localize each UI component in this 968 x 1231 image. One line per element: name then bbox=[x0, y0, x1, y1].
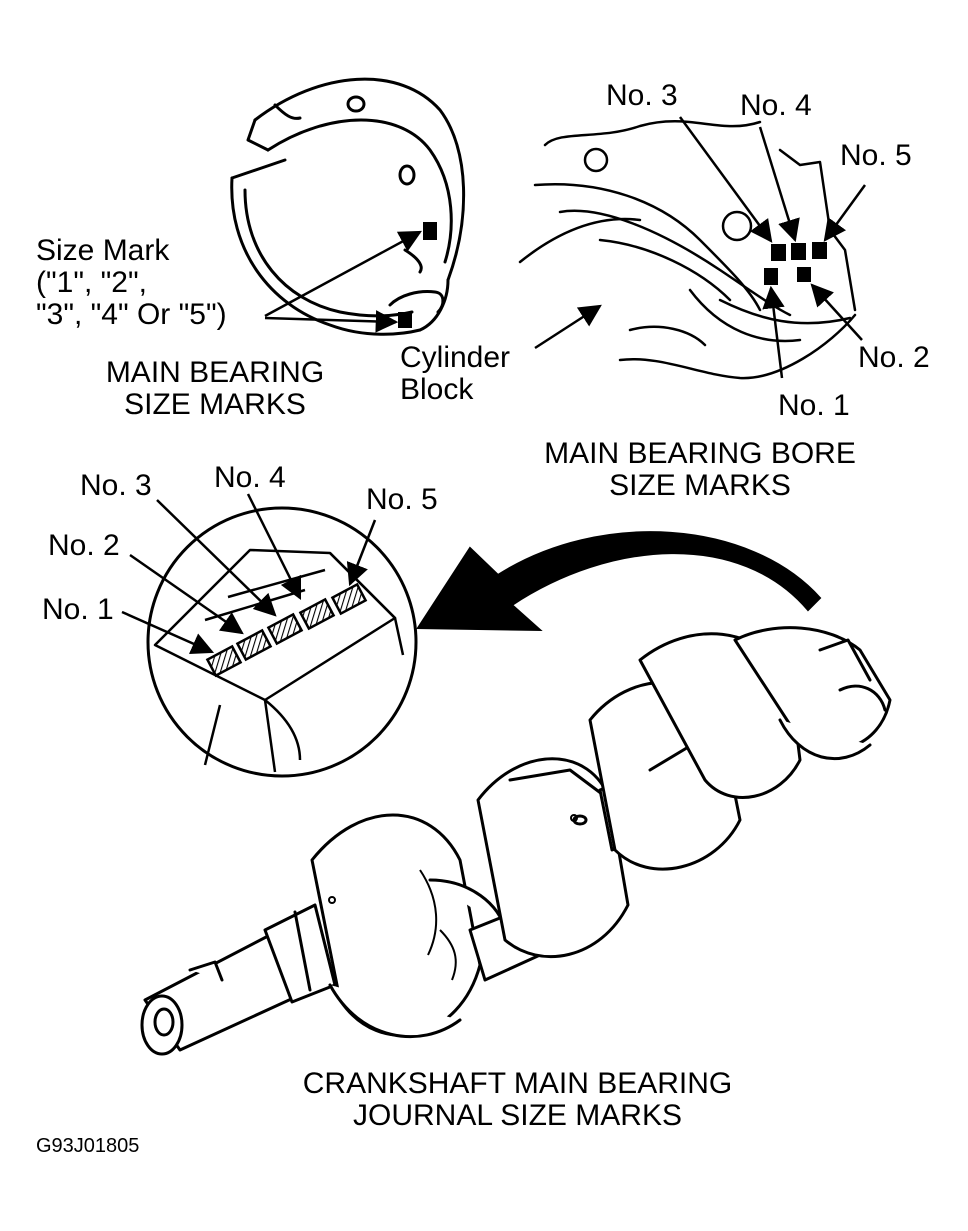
journal-mark-2 bbox=[235, 628, 273, 662]
journal-mark-4 bbox=[298, 597, 336, 631]
bearing-marks-caption-line-1: MAIN BEARING bbox=[105, 356, 325, 389]
bore-mark-2 bbox=[797, 267, 811, 282]
cylinder-block-drawing bbox=[518, 120, 857, 380]
shell-size-mark-bottom bbox=[398, 312, 412, 328]
journal-label-no1: No. 1 bbox=[42, 593, 114, 626]
cylinder-block-label-line-2: Block bbox=[400, 373, 474, 406]
bore-mark-5 bbox=[812, 242, 827, 259]
journal-label-no4: No. 4 bbox=[214, 461, 286, 494]
journal-mark-5 bbox=[330, 582, 368, 616]
size-mark-values-line-1: ("1", "2", bbox=[36, 266, 147, 299]
figure-code: G93J01805 bbox=[36, 1135, 140, 1157]
bore-label-no1: No. 1 bbox=[778, 389, 850, 422]
bore-mark-1 bbox=[764, 268, 778, 285]
size-mark-title: Size Mark bbox=[36, 234, 170, 267]
journal-label-no3: No. 3 bbox=[80, 469, 152, 502]
bore-caption-line-2: SIZE MARKS bbox=[609, 469, 791, 502]
size-mark-leaders bbox=[264, 230, 422, 333]
bore-mark-3 bbox=[771, 244, 786, 261]
journal-label-no5: No. 5 bbox=[366, 483, 438, 516]
curved-arrow bbox=[416, 531, 822, 632]
bore-caption-line-1: MAIN BEARING BORE bbox=[544, 437, 856, 470]
journal-mark-3 bbox=[266, 612, 304, 646]
journal-label-no2: No. 2 bbox=[48, 529, 120, 562]
bore-label-no2: No. 2 bbox=[858, 341, 930, 374]
bore-label-no3: No. 3 bbox=[606, 79, 678, 112]
bearing-marks-caption-line-2: SIZE MARKS bbox=[124, 388, 306, 421]
crankshaft-details bbox=[328, 814, 578, 981]
cylinder-block-label-line-1: Cylinder bbox=[400, 341, 511, 374]
magnifier-drawing bbox=[121, 493, 418, 778]
journal-mark-1 bbox=[205, 644, 243, 678]
bore-mark-4 bbox=[791, 243, 806, 260]
shell-size-mark-top bbox=[423, 222, 437, 240]
bore-size-marks bbox=[764, 242, 827, 285]
bearing-shell-drawing bbox=[230, 77, 466, 336]
size-mark-values-line-2: "3", "4" Or "5") bbox=[36, 298, 227, 331]
crank-caption-line-1: CRANKSHAFT MAIN BEARING bbox=[302, 1067, 733, 1100]
crank-caption-line-2: JOURNAL SIZE MARKS bbox=[353, 1099, 682, 1132]
crankshaft-drawing bbox=[140, 626, 892, 1056]
bore-label-no4: No. 4 bbox=[740, 89, 812, 122]
bore-leaders bbox=[534, 116, 867, 379]
bore-label-no5: No. 5 bbox=[840, 139, 912, 172]
